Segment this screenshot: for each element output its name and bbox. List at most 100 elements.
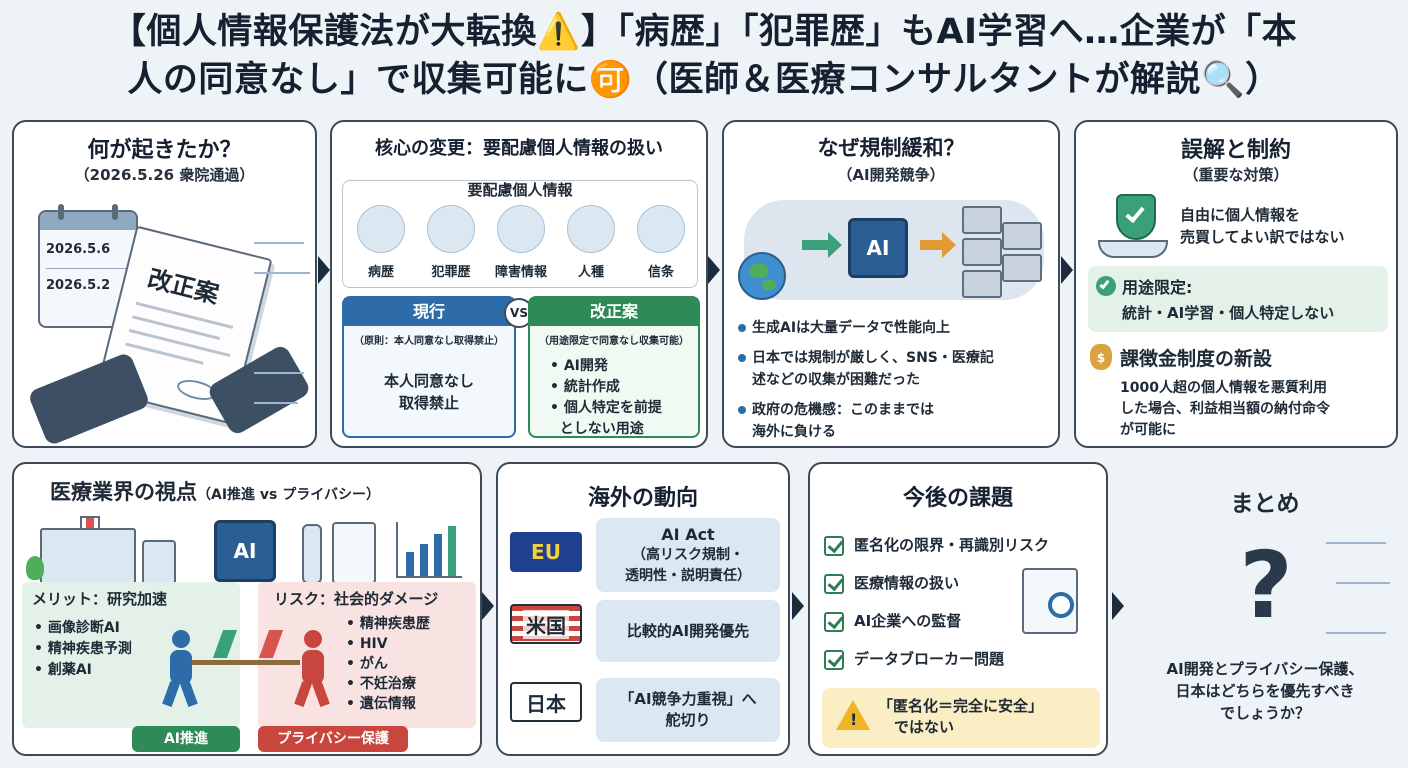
panel-title: なぜ規制緩和？ (817, 136, 965, 160)
panel-title: 核心の変更：要配慮個人情報の扱い (375, 138, 663, 159)
merit-box: メリット：研究加速 • 画像診断AI • 精神疾患予測 • 創薬AI (22, 582, 240, 728)
hand-left-icon (27, 351, 151, 446)
bullet-icon (738, 406, 746, 414)
checkbox-icon (824, 574, 844, 594)
arrow-right-icon (792, 592, 804, 620)
page-title: 【個人情報保護法が大転換⚠️】「病歴」「犯罪歴」もAI学習へ…企業が「本 人の同… (0, 8, 1408, 104)
category-label: 信条 (647, 265, 674, 280)
panel-title: 今後の課題 (902, 486, 1013, 511)
panel-title: 誤解と制約 (1180, 138, 1291, 163)
warning-icon (836, 700, 870, 730)
reason-1: 生成AIは大量データで性能向上 (752, 320, 951, 336)
medical-machine-icon (142, 540, 176, 588)
warning-text-1: 「匿名化＝完全に安全」 (878, 697, 1044, 715)
category-label: 病歴 (367, 265, 394, 280)
document-label: 改正案 (144, 264, 222, 309)
merit-item: • 精神疾患予測 (34, 641, 132, 657)
limit-title: 用途限定: (1122, 278, 1193, 297)
panel-title: 海外の動向 (587, 486, 698, 511)
panel-misunderstandings: 誤解と制約 （重要な対策） 自由に個人情報を売買してよい訳ではない 用途限定: … (1074, 120, 1398, 448)
question-mark-icon: ? (1239, 532, 1293, 639)
calendar-date-1: 2026.5.6 (46, 242, 111, 257)
risk-box: リスク：社会的ダメージ • 精神疾患歴 • HIV • がん • 不妊治療 • … (258, 582, 476, 728)
money-bag-icon: $ (1090, 344, 1112, 370)
clipboard-icon (332, 522, 376, 584)
calendar-date-2: 2026.5.2 (46, 278, 111, 293)
reason-2: 日本では規制が厳しく、SNS・医療記述などの収集が困難だった (752, 350, 994, 388)
trend-us: 比較的AI開発優先 (596, 600, 780, 662)
checkbox-icon (824, 612, 844, 632)
risk-item: • 精神疾患歴 (346, 616, 430, 632)
bullet-icon (738, 324, 746, 332)
panel-core-change: 核心の変更：要配慮個人情報の扱い 要配慮個人情報 病歴 犯罪歴 障害情報 人種 … (330, 120, 708, 448)
arrow-right-icon (1112, 592, 1124, 620)
rope-icon (192, 660, 300, 665)
chip-label: AI (866, 236, 890, 260)
panel-what-happened: 何が起きたか？ （2026.5.26 衆院通過） 2026.5.6 2026.5… (12, 120, 317, 448)
flag-japan: 日本 (510, 682, 582, 722)
new-item: • 個人特定を前提 (550, 400, 662, 416)
panel-title: 何が起きたか？ (87, 138, 242, 163)
person-blue-icon (162, 630, 198, 707)
check-circle-icon (1096, 276, 1116, 296)
risk-item: • 不妊治療 (346, 676, 416, 692)
arrow-right-icon (482, 592, 494, 620)
title-line-1: 【個人情報保護法が大転換⚠️】「病歴」「犯罪歴」もAI学習へ…企業が「本 (110, 12, 1298, 52)
category-label: 障害情報 (494, 265, 547, 280)
person-red-icon (294, 630, 330, 707)
flag-us: 米国 (510, 604, 582, 644)
merit-item: • 画像診断AI (34, 620, 120, 636)
panel-subtitle: （重要な対策） (1183, 166, 1289, 184)
chip-label: AI (233, 539, 257, 563)
warning-box: ! 「匿名化＝完全に安全」 ではない (822, 688, 1100, 748)
checklist-magnifier-icon (1022, 568, 1078, 634)
hand-icon (1098, 240, 1168, 258)
usage-limit-box: 用途限定: 統計・AI学習・個人特定しない (1088, 266, 1388, 332)
ai-chip-icon: AI (848, 218, 908, 278)
panel-subtitle: （AI開発競争） (837, 166, 945, 184)
wheelchair-icon (497, 205, 545, 253)
server-icon (962, 206, 1042, 302)
label-privacy: プライバシー保護 (258, 726, 408, 752)
risk-title: リスク：社会的ダメージ (274, 590, 439, 608)
panel-title: 医療業界の視点（AI推進 vs プライバシー） (50, 480, 380, 504)
flag-eu: EU (510, 532, 582, 572)
category-header: 要配慮個人情報 (467, 181, 573, 199)
calendar-icon: 2026.5.6 2026.5.2 (38, 204, 138, 328)
title-line-2: 人の同意なし」で収集可能に🉑（医師＆医療コンサルタントが解説🔍） (127, 60, 1281, 100)
new-item: としない用途 (559, 421, 644, 437)
panel-subtitle: （2026.5.26 衆院通過） (74, 166, 255, 184)
current-body-1: 本人同意なし (383, 372, 474, 390)
panel-why-deregulation: なぜ規制緩和？ （AI開発競争） AI 生成AIは大量データで性能向上 日本では… (722, 120, 1060, 448)
medical-record-icon (357, 205, 405, 253)
new-note: （用途限定で同意なし収集可能） (539, 336, 689, 347)
ai-chip-icon: AI (214, 520, 276, 582)
arrow-right-icon (708, 256, 720, 284)
risk-item: • 遺伝情報 (346, 696, 416, 712)
fine-title: 課徴金制度の新設 (1120, 348, 1273, 370)
risk-item: • HIV (346, 636, 388, 652)
new-title: 改正案 (530, 298, 698, 326)
arrow-right-icon (318, 256, 330, 284)
category-label: 人種 (577, 265, 604, 280)
label-ai-promotion: AI推進 (132, 726, 240, 752)
trend-eu: AI Act （高リスク規制・ 透明性・説明責任） (596, 518, 780, 592)
panel-medical-perspective: 医療業界の視点（AI推進 vs プライバシー） AI メリット：研究加速 • 画… (12, 462, 482, 756)
hospital-icon (40, 516, 136, 588)
checkbox-icon (824, 650, 844, 670)
panel-overseas-trends: 海外の動向 EU AI Act （高リスク規制・ 透明性・説明責任） 米国 比較… (496, 462, 790, 756)
bullet-icon (738, 354, 746, 362)
circuit-lines (1326, 522, 1396, 662)
circuit-lines (254, 232, 314, 412)
microscope-icon (302, 524, 322, 584)
issue-item: AI企業への監督 (854, 612, 962, 630)
checkbox-icon (824, 536, 844, 556)
new-item: • AI開発 (550, 358, 608, 374)
new-item: • 統計作成 (550, 379, 620, 395)
sensitive-info-box: 要配慮個人情報 病歴 犯罪歴 障害情報 人種 信条 (342, 180, 698, 288)
category-label: 犯罪歴 (431, 265, 471, 280)
tree-icon (26, 556, 44, 580)
summary-section: まとめ ? AI開発とプライバシー保護、 日本はどちらを優先すべき でしょうか？ (1130, 462, 1400, 756)
summary-title: まとめ (1230, 491, 1300, 517)
merit-title: メリット：研究加速 (32, 590, 168, 608)
